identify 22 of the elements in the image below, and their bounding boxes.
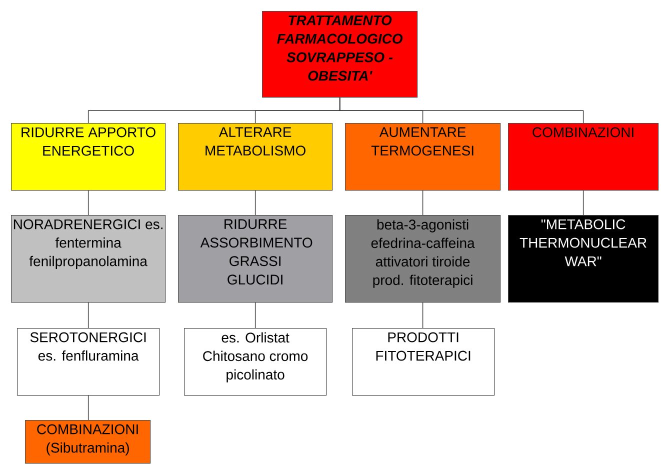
combination-box: COMBINAZIONI (Sibutramina) — [25, 420, 151, 464]
example-box: SEROTONERGICI es. fenfluramina — [17, 328, 160, 396]
connector-line — [88, 302, 89, 328]
example-box: PRODOTTI FITOTERAPICI — [352, 328, 495, 396]
category-box: AUMENTARE TERMOGENESI — [345, 123, 501, 191]
subcategory-box: RIDURRE ASSORBIMENTO GRASSI GLUCIDI — [178, 215, 333, 303]
subcategory-box: NORADRENERGICI es. fentermina fenilpropanolamina — [11, 215, 166, 303]
subcategory-box: "METABOLIC THERMONUCLEAR WAR" — [508, 215, 659, 303]
connector-line — [88, 190, 89, 216]
connector-line — [582, 190, 584, 216]
connector-line — [339, 97, 584, 124]
connector-line — [254, 302, 256, 328]
subcategory-box: beta-3-agonisti efedrina-caffeina attivatori tiroide prod. fitoterapici — [345, 215, 501, 303]
connector-line — [254, 190, 256, 216]
category-box: COMBINAZIONI — [508, 123, 659, 191]
connector-line — [88, 395, 89, 420]
connector-line — [422, 190, 424, 216]
category-box: RIDURRE APPORTO ENERGETICO — [11, 123, 166, 191]
example-box: es. Orlistat Chitosano cromo picolinato — [184, 328, 327, 396]
category-box: ALTERARE METABOLISMO — [178, 123, 333, 191]
connector-line — [422, 302, 424, 328]
root-box: TRATTAMENTO FARMACOLOGICO SOVRAPPESO - OBESITA' — [262, 11, 418, 98]
